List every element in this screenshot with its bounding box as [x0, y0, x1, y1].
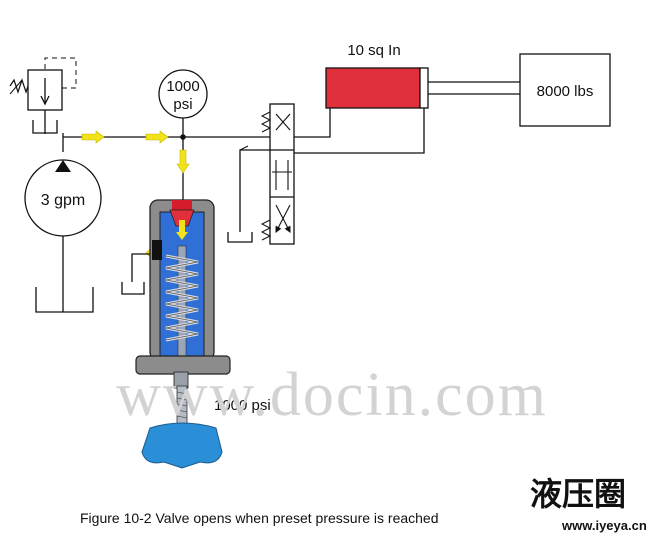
- pump-reservoir: [35, 287, 94, 313]
- flow-arrow-down: [176, 149, 190, 174]
- cylinder-body: [325, 67, 421, 109]
- cylinder-area-label: 10 sq In: [347, 42, 400, 59]
- relief-valve-drain-port: [152, 240, 162, 260]
- pump-flow-label: 3 gpm: [41, 192, 85, 209]
- relief-drain-reservoir: [121, 282, 145, 295]
- watermark: www.docin.com: [116, 361, 548, 429]
- load-label: 8000 lbs: [537, 83, 594, 100]
- flow-arrow-1: [81, 130, 105, 144]
- poppet-flow-arrow: [176, 220, 188, 240]
- relief-valve-inlet: [172, 200, 192, 212]
- directional-valve: [260, 103, 295, 245]
- cylinder: 10 sq In: [325, 42, 520, 109]
- gauge-unit: psi: [173, 96, 192, 113]
- logo-chinese-text: 液压圈: [530, 475, 626, 513]
- figure-caption: Figure 10-2 Valve opens when preset pres…: [80, 510, 439, 526]
- pressure-junction: [180, 134, 186, 140]
- gauge-value: 1000: [166, 78, 199, 95]
- valve-spring-bottom: [260, 219, 272, 241]
- adjusting-knob: [141, 422, 223, 469]
- relief-valve-cutaway: 1000 psi: [121, 199, 271, 469]
- pressure-gauge: 1000 psi: [158, 69, 208, 119]
- logo-url: www.iyeya.cn: [561, 518, 647, 533]
- pump: 3 gpm: [24, 159, 102, 313]
- working-lines: [227, 108, 425, 243]
- load-block: 8000 lbs: [519, 53, 611, 127]
- flow-arrow-2: [145, 130, 169, 144]
- relief-setting-label: 1000 psi: [214, 397, 271, 414]
- valve-spring-top: [260, 111, 272, 133]
- pump-relief-symbol: [9, 57, 77, 134]
- cylinder-piston: [419, 67, 429, 109]
- relief-valve-poppet: [169, 209, 195, 227]
- pump-direction-triangle: [55, 160, 71, 172]
- site-logo: 液压圈 www.iyeya.cn: [530, 475, 647, 533]
